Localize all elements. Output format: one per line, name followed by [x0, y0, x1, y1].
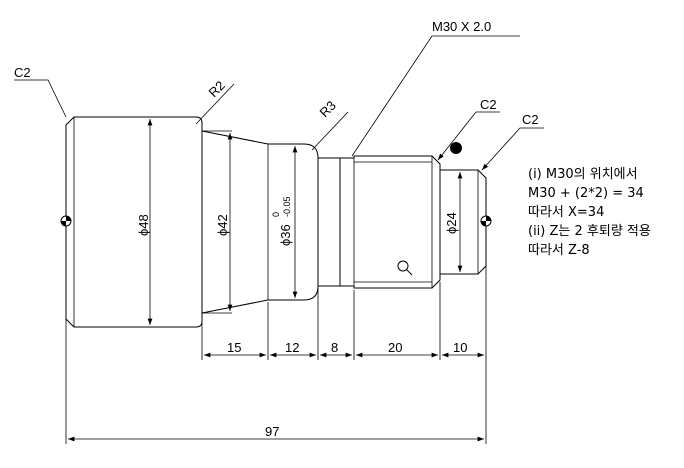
note-line-5: 따라서 Z-8: [528, 243, 590, 258]
len-10-label: 10: [453, 340, 467, 355]
len-total-label: 97: [265, 424, 279, 439]
len-20-label: 20: [388, 340, 402, 355]
len-15-label: 15: [227, 340, 241, 355]
part-outline: [65, 116, 487, 328]
leader-c2-thread: [437, 111, 500, 161]
note-line-2: M30 + (2*2) = 34: [528, 186, 644, 201]
extension-lines: [65, 230, 487, 444]
calculation-notes: (i) M30의 위치에서 M30 + (2*2) = 34 따라서 X=34 …: [528, 167, 651, 258]
leader-thread: [351, 35, 520, 157]
tool-point-marker: [450, 142, 462, 154]
r3-label: R3: [317, 98, 339, 120]
thread-label: M30 X 2.0: [432, 19, 491, 34]
center-mark-right: [480, 215, 492, 227]
note-line-1: (i) M30의 위치에서: [528, 167, 638, 182]
len-8-label: 8: [331, 340, 338, 355]
len-12-label: 12: [285, 340, 299, 355]
note-line-4: (ii) Z는 2 후퇴량 적용: [528, 224, 651, 239]
leader-r3: [311, 111, 349, 151]
c2-thread-label: C2: [480, 97, 497, 112]
leader-c2-right: [481, 127, 544, 171]
center-mark-left: [60, 215, 72, 227]
r2-label: R2: [206, 78, 228, 100]
d42-label: ϕ42: [215, 214, 230, 236]
d24-label: ϕ24: [444, 212, 459, 234]
leader-c2-left: [14, 79, 67, 118]
d36-upper-tol: 0: [271, 212, 281, 217]
note-line-3: 따라서 X=34: [528, 205, 604, 220]
d36-label: ϕ36: [278, 224, 293, 246]
d36-lower-tol: -0.05: [282, 196, 292, 217]
c2-left-label: C2: [14, 65, 31, 80]
c2-right-label: C2: [522, 112, 539, 127]
magnifier-icon: [397, 260, 413, 276]
d48-label: ϕ48: [136, 214, 151, 236]
leader-r2: [195, 83, 235, 125]
